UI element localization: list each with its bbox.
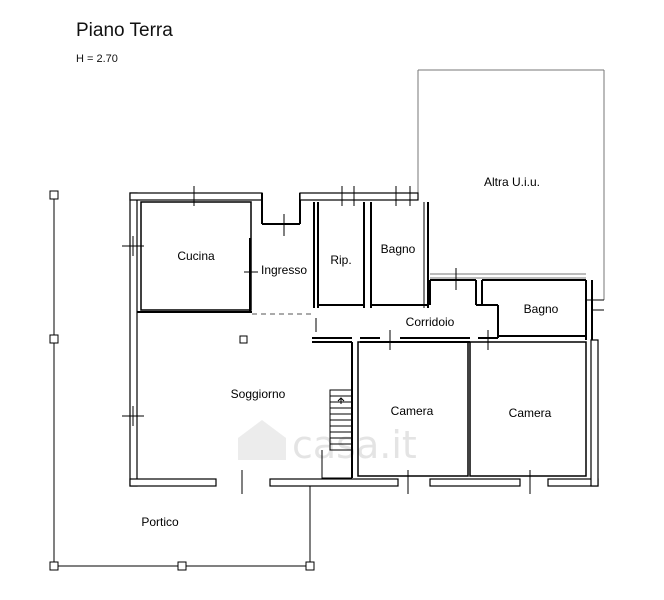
opening-ticks [122,186,604,494]
room-label-camera-2: Camera [509,406,552,420]
exterior-walls [129,192,599,487]
room-label-ingresso: Ingresso [261,263,307,277]
room-label-bagno: Bagno [381,242,416,256]
room-label-corridoio: Corridoio [406,315,455,329]
ceiling-height-label: H = 2.70 [76,53,118,65]
room-label-cucina: Cucina [177,249,215,263]
room-label-ripostiglio: Rip. [330,253,351,267]
watermark-text: casa.it [292,423,417,467]
portico-area [49,190,315,571]
interior-walls [137,201,587,478]
house-logo-icon [238,420,286,460]
plan-title: Piano Terra [76,20,173,41]
pillar [239,335,248,344]
room-label-soggiorno: Soggiorno [231,387,286,401]
room-label-bagno-2: Bagno [524,302,559,316]
staircase [321,389,353,479]
room-label-camera: Camera [391,404,434,418]
room-label-portico: Portico [141,515,179,529]
stair-direction-icon [337,397,345,404]
room-label-altra-uiu: Altra U.i.u. [484,175,540,189]
watermark: casa.it [238,420,417,467]
